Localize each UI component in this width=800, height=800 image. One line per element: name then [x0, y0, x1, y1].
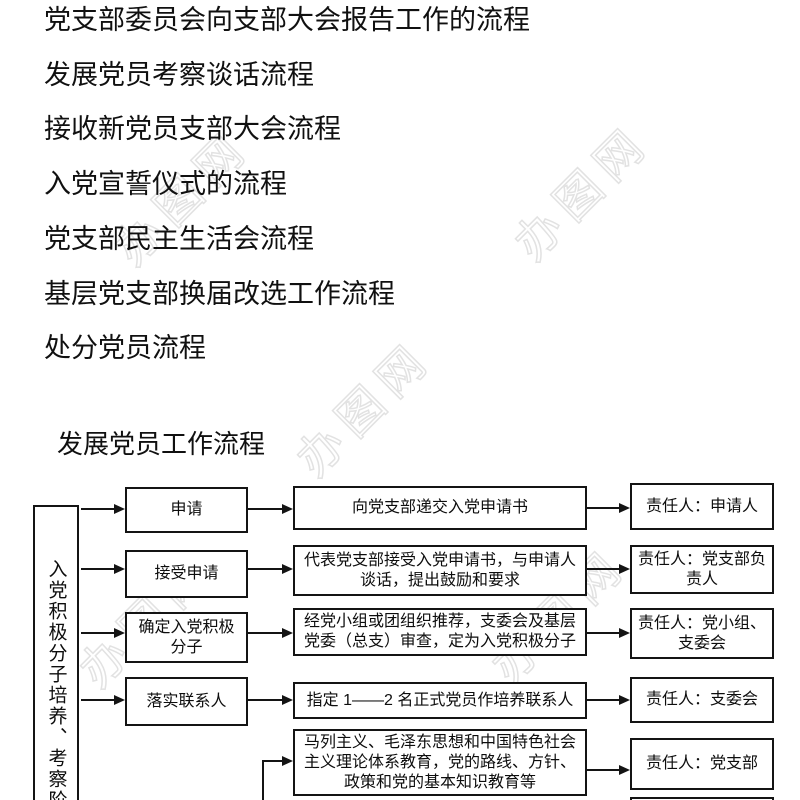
- connector-line: [587, 769, 619, 771]
- desc-box-confirm-activist: 经党小组或团组织推荐，支委会及基层党委（总支）审查，定为入党积极分子: [293, 608, 587, 656]
- step-box-confirm-activist: 确定入党积极分子: [125, 612, 248, 663]
- connector-line: [262, 760, 283, 762]
- arrowhead-icon: [619, 695, 630, 705]
- resp-box-partial: [630, 797, 774, 800]
- arrowhead-icon: [282, 628, 293, 638]
- arrowhead-icon: [282, 564, 293, 574]
- connector-line: [81, 699, 114, 701]
- arrowhead-icon: [114, 504, 125, 514]
- connector-line: [248, 508, 282, 510]
- connector-line: [81, 568, 114, 570]
- arrowhead-icon: [282, 504, 293, 514]
- watermark-text: 办图网: [286, 330, 443, 487]
- heading-report-to-congress: 党支部委员会向支部大会报告工作的流程: [44, 5, 530, 35]
- arrowhead-icon: [282, 695, 293, 705]
- arrowhead-icon: [114, 628, 125, 638]
- heading-democratic-life: 党支部民主生活会流程: [44, 224, 314, 254]
- stage-box: 入党积极分子培养、考察阶段: [33, 505, 79, 800]
- resp-box-accept: 责任人：党支部负责人: [630, 545, 774, 594]
- arrowhead-icon: [282, 756, 293, 766]
- connector-line: [587, 632, 619, 634]
- resp-box-education: 责任人：党支部: [630, 738, 774, 790]
- arrowhead-icon: [114, 564, 125, 574]
- heading-discipline-process: 处分党员流程: [44, 333, 206, 363]
- desc-box-education: 马列主义、毛泽东思想和中国特色社会主义理论体系教育，党的路线、方针、政策和党的基…: [293, 729, 587, 796]
- desc-box-apply: 向党支部递交入党申请书: [293, 486, 587, 530]
- connector-line: [262, 761, 264, 800]
- arrowhead-icon: [619, 564, 630, 574]
- heading-oath-ceremony: 入党宣誓仪式的流程: [44, 169, 287, 199]
- resp-box-confirm-activist: 责任人：党小组、支委会: [630, 608, 774, 659]
- step-box-assign-contact: 落实联系人: [125, 677, 248, 726]
- heading-accept-new-members: 接收新党员支部大会流程: [44, 114, 341, 144]
- arrowhead-icon: [619, 503, 630, 513]
- connector-line: [248, 632, 282, 634]
- heading-reelection-process: 基层党支部换届改选工作流程: [44, 279, 395, 309]
- heading-inspection-talk: 发展党员考察谈话流程: [44, 60, 314, 90]
- connector-line: [248, 568, 282, 570]
- flowchart-title: 发展党员工作流程: [57, 429, 266, 459]
- connector-line: [587, 507, 619, 509]
- resp-box-apply: 责任人：申请人: [630, 483, 774, 530]
- arrowhead-icon: [114, 695, 125, 705]
- connector-line: [81, 508, 114, 510]
- connector-line: [587, 699, 619, 701]
- step-box-accept: 接受申请: [125, 550, 248, 598]
- stage-label: 入党积极分子培养、考察阶段: [45, 559, 67, 800]
- desc-box-accept: 代表党支部接受入党申请书，与申请人谈话，提出鼓励和要求: [293, 545, 587, 596]
- desc-box-assign-contact: 指定 1——2 名正式党员作培养联系人: [293, 682, 587, 719]
- arrowhead-icon: [619, 628, 630, 638]
- connector-line: [81, 632, 114, 634]
- step-box-apply: 申请: [125, 487, 248, 533]
- connector-line: [587, 568, 619, 570]
- arrowhead-icon: [619, 765, 630, 775]
- resp-box-assign-contact: 责任人：支委会: [630, 677, 774, 723]
- watermark-text: 办图网: [504, 114, 661, 271]
- connector-line: [248, 699, 282, 701]
